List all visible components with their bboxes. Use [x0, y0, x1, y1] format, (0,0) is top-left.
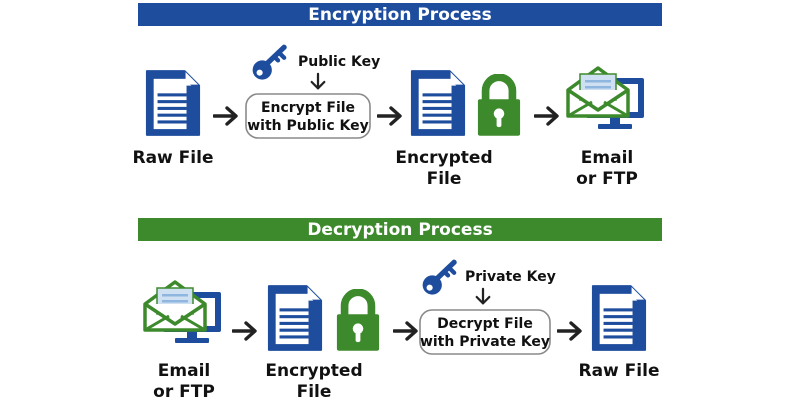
raw-file-document-icon — [591, 285, 647, 351]
private-key-icon — [423, 262, 455, 294]
encrypted-file-label-line1: Encrypted — [265, 361, 362, 381]
email-monitor-icon — [143, 280, 223, 345]
email-label-line1: Email — [158, 361, 210, 381]
down-arrow-icon — [310, 72, 326, 90]
raw-file-label: Raw File — [133, 148, 214, 168]
raw-file-label: Raw File — [579, 361, 660, 381]
arrow-icon — [534, 106, 559, 126]
email-label-line2: or FTP — [576, 169, 638, 189]
email-label-line2: or FTP — [153, 382, 215, 400]
arrow-icon — [232, 321, 257, 341]
public-key-icon — [253, 47, 285, 79]
raw-file-document-icon — [145, 70, 201, 136]
private-key-label: Private Key — [465, 269, 556, 285]
arrow-icon — [393, 321, 418, 341]
decrypt-box-line1: Decrypt File — [437, 316, 533, 332]
email-label-line1: Email — [581, 148, 633, 168]
encrypt-step-box — [245, 93, 371, 139]
down-arrow-icon — [475, 287, 491, 305]
encrypt-box-line1: Encrypt File — [261, 100, 355, 116]
encrypted-file-document-icon — [410, 70, 466, 136]
padlock-icon — [478, 77, 520, 135]
decryption-header-bar — [138, 218, 662, 241]
encryption-header-bar — [138, 3, 662, 26]
arrow-icon — [557, 321, 582, 341]
email-monitor-icon — [566, 66, 646, 131]
decrypt-box-line2: with Private Key — [420, 334, 550, 350]
encrypt-box-line2: with Public Key — [247, 118, 369, 134]
padlock-icon — [337, 292, 379, 350]
encrypted-file-label-line2: File — [427, 169, 462, 189]
decryption-section: Decryption Process Email or FTP Encrypte… — [138, 218, 662, 400]
arrow-icon — [377, 106, 402, 126]
decryption-title: Decryption Process — [307, 220, 492, 240]
arrow-icon — [213, 106, 238, 126]
encrypted-file-document-icon — [267, 285, 323, 351]
encrypted-file-label-line1: Encrypted — [395, 148, 492, 168]
encryption-title: Encryption Process — [308, 5, 491, 25]
encrypted-file-label-line2: File — [297, 382, 332, 400]
public-key-label: Public Key — [298, 54, 380, 70]
encryption-section: Encryption Process Raw File Public Key E… — [133, 3, 662, 189]
decrypt-step-box — [419, 309, 551, 355]
